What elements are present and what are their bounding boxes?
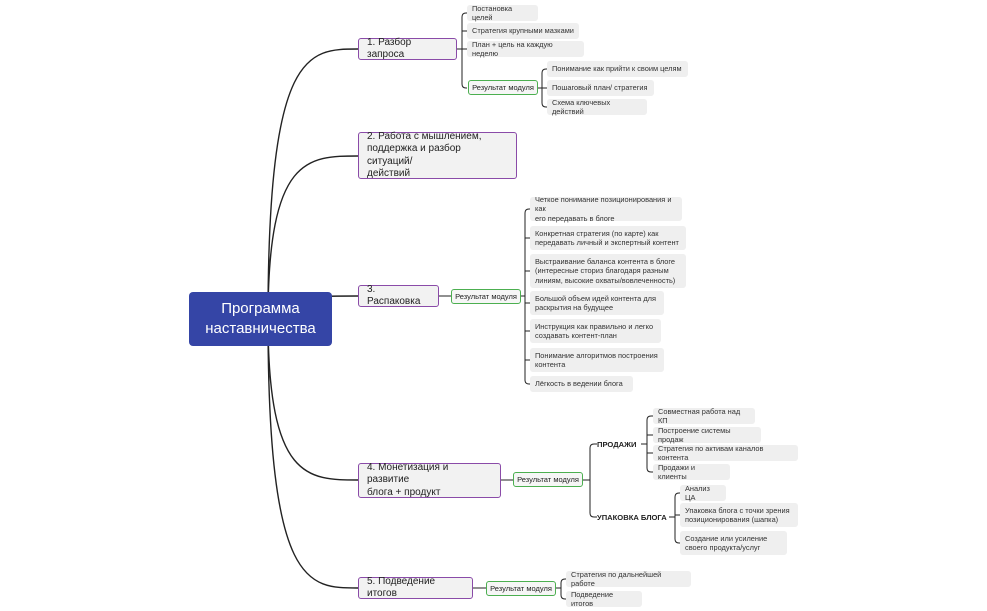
root-connector-1 [267,48,359,320]
branch-3-result[interactable]: Результат модуля [451,289,521,304]
branch-3-result-item-6[interactable]: Понимание алгоритмов построения контента [530,348,664,372]
branch-5-label: 5. Подведение итогов [367,575,436,600]
branch-1-label: 1. Разбор запроса [367,36,412,61]
b4-sales-bracket-tick-4 [646,467,653,473]
group-sales-label: ПРОДАЖИ [597,439,637,449]
root-node[interactable]: Программа наставничества [189,292,332,346]
root-connector-5 [267,318,359,589]
b1-bracket-tick-4 [461,83,467,89]
branch-5[interactable]: 5. Подведение итогов [358,575,473,600]
b5-result-bracket-tick-2 [560,594,566,600]
branch-2-label: 2. Работа с мышлением, поддержка и разбо… [367,130,482,180]
b1-bracket-tick-1 [461,12,467,18]
b3-result-bracket-tick-7 [524,379,530,385]
b5-result-bracket-tick-1 [560,578,566,584]
b1-result-bracket-tick-1 [541,68,547,74]
group-packaging-label: УПАКОВКА БЛОГА [597,512,667,522]
group-sales-item-4[interactable]: Продажи и клиенты [653,463,730,481]
branch-1-item-2[interactable]: Стратегия крупными мазками [467,23,579,39]
group-sales-item-2[interactable]: Построение системы продаж [653,426,761,444]
group-packaging-item-1[interactable]: Анализ ЦА [680,484,726,502]
branch-2[interactable]: 2. Работа с мышлением, поддержка и разбо… [358,130,517,180]
b4-groups-bracket-tick-1 [589,443,597,449]
branch-3-label: 3. Распаковка [367,283,421,308]
root-connector-4 [267,318,359,481]
branch-3-result-item-4[interactable]: Большой объем идей контента для раскрыти… [530,291,664,315]
group-sales-item-3[interactable]: Стратегия по активам каналов контента [653,444,798,462]
branch-1-result-item-2[interactable]: Пошаговый план/ стратегия [547,80,654,96]
branch-4[interactable]: 4. Монетизация и развитие блога + продук… [358,461,501,498]
branch-5-result[interactable]: Результат модуля [486,581,556,596]
group-sales-item-1[interactable]: Совместная работа над КП [653,407,755,425]
b4-pack-bracket-tick-3 [674,538,680,544]
branch-1-result-item-3[interactable]: Схема ключевых действий [547,98,647,116]
b3-result-bracket-tick-1 [524,208,530,214]
branch-1-item-3[interactable]: План + цель на каждую неделю [467,40,584,58]
branch-1-result-item-1[interactable]: Понимание как прийти к своим целям [547,61,688,77]
root-connector-2 [267,155,359,320]
group-packaging-item-3[interactable]: Создание или усиление своего продукта/ус… [680,531,787,555]
branch-5-result-item-1[interactable]: Стратегия по дальнейшей работе [566,570,691,588]
branch-3[interactable]: 3. Распаковка [358,283,439,308]
b4-pack-bracket-tick-1 [674,492,680,498]
branch-3-result-item-5[interactable]: Инструкция как правильно и легко создава… [530,319,661,343]
branch-1-result[interactable]: Результат модуля [468,80,538,95]
branch-5-result-item-2[interactable]: Подведение итогов [566,590,642,608]
group-packaging-item-2[interactable]: Упаковка блога с точки зрения позиционир… [680,503,798,527]
branch-3-result-item-2[interactable]: Конкретная стратегия (по карте) как пере… [530,226,686,250]
branch-4-label: 4. Монетизация и развитие блога + продук… [367,461,449,498]
b1-result-bracket-tick-3 [541,102,547,108]
root-title: Программа наставничества [205,300,316,337]
branch-3-result-item-7[interactable]: Лёгкость в ведении блога [530,376,633,392]
branch-3-result-item-3[interactable]: Выстраивание баланса контента в блоге (и… [530,254,686,288]
branch-1[interactable]: 1. Разбор запроса [358,36,457,61]
branch-4-result[interactable]: Результат модуля [513,472,583,487]
branch-3-result-item-1[interactable]: Четкое понимание позиционирования и как … [530,195,682,223]
b4-groups-bracket-tick-2 [589,512,597,518]
branch-1-item-1[interactable]: Постановка целей [467,4,538,22]
b4-sales-bracket-tick-1 [646,415,653,421]
